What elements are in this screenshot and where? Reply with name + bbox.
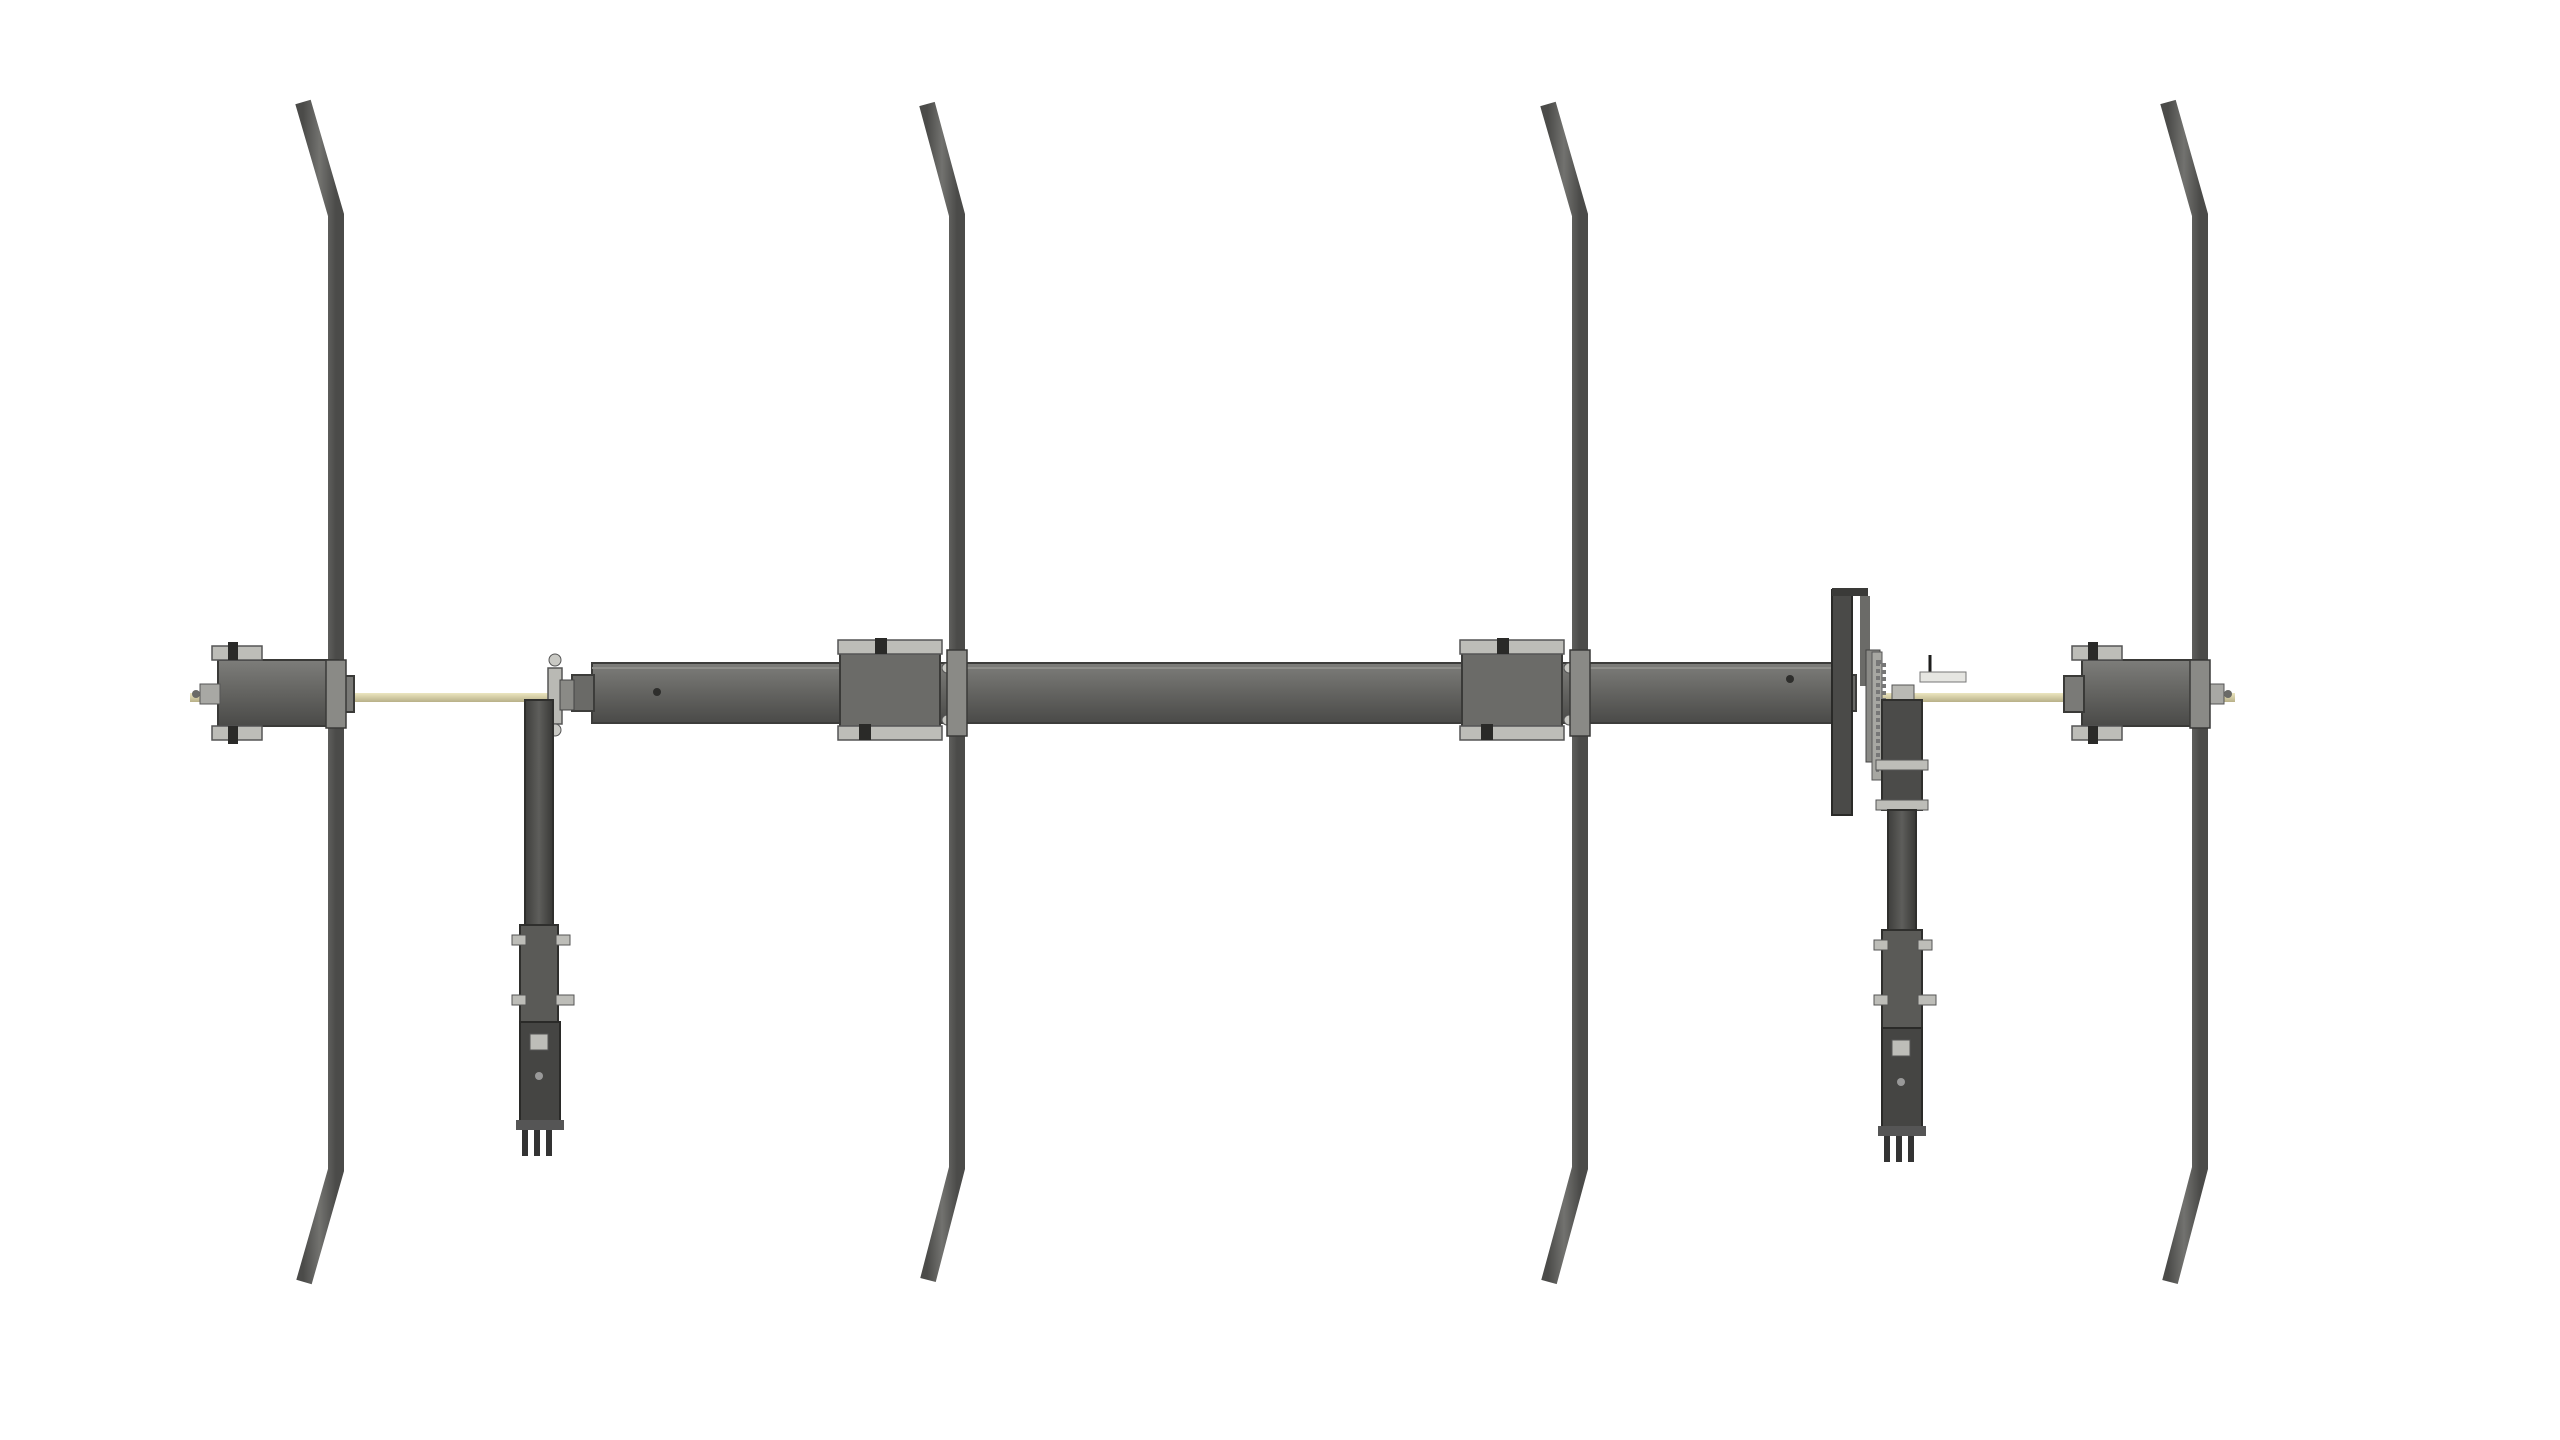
left-end-block	[192, 642, 355, 744]
right-leg	[1873, 699, 1937, 1162]
right-drive-assembly	[1831, 588, 1967, 816]
left-leg	[511, 699, 575, 1156]
tine-bands	[325, 649, 2211, 737]
tine-clamp-3	[1459, 638, 1575, 741]
main-beam	[571, 662, 1857, 724]
left-shaft	[190, 693, 570, 702]
tine-clamp-2	[837, 638, 953, 741]
right-shaft	[1880, 693, 2235, 702]
right-end-block	[2063, 642, 2232, 744]
